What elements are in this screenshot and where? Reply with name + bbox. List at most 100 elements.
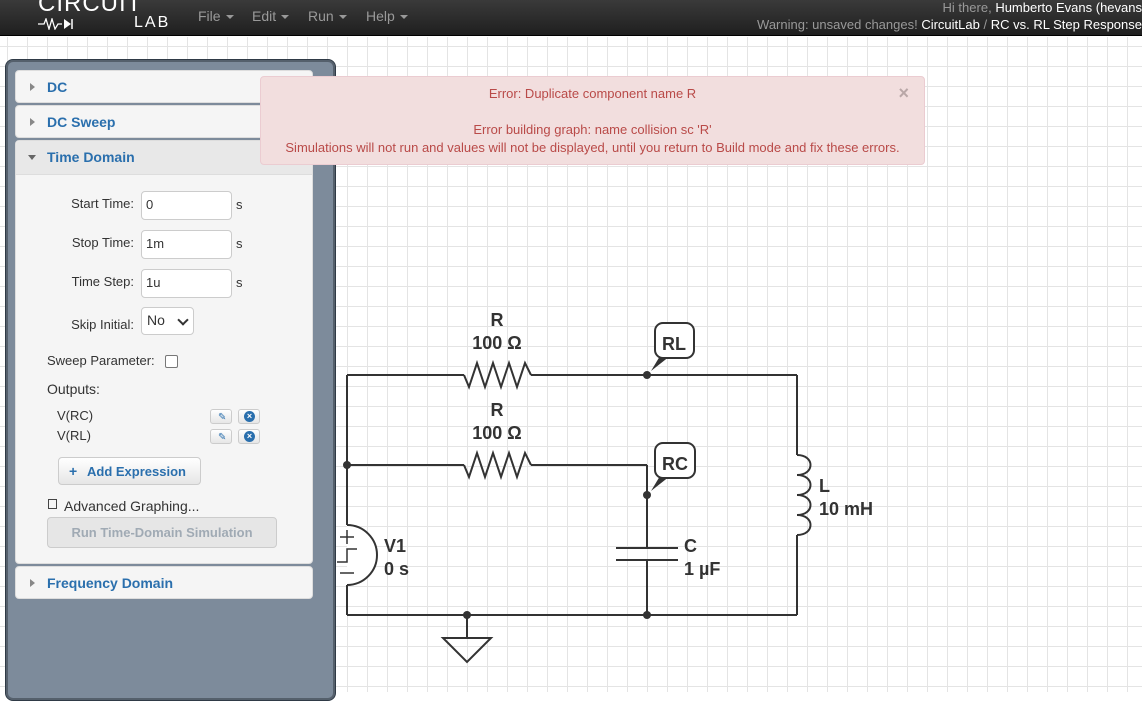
error-alert: × Error: Duplicate component name R Erro… [260, 76, 925, 165]
caret-right-icon [30, 579, 35, 587]
logo-text-top: CIRCUIT [38, 0, 143, 17]
menu-edit-label: Edit [252, 8, 277, 24]
source-name-label: V1 [384, 536, 406, 556]
error-message-2: Error building graph: name collision sc … [473, 122, 712, 137]
section-frequency-domain-label: Frequency Domain [47, 575, 174, 591]
caret-down-icon [28, 155, 36, 160]
output-item-label: V(RL) [57, 428, 91, 443]
caret-right-icon [30, 83, 35, 91]
skip-initial-select[interactable]: No [141, 307, 194, 335]
probe-rl-label: RL [662, 334, 686, 354]
unsaved-warning: Warning: unsaved changes! [757, 17, 918, 32]
section-dc-sweep[interactable]: DC Sweep [15, 105, 313, 138]
breadcrumb-separator: / [983, 17, 988, 32]
junction-dot [643, 371, 651, 379]
source-value-label: 0 s [384, 559, 409, 579]
logo-resistor-diode-icon [38, 18, 73, 30]
junction-dot [643, 611, 651, 619]
r2-value-label: 100 Ω [472, 423, 521, 443]
resistor-r1-symbol[interactable] [463, 359, 532, 391]
top-navbar: CIRCUIT LAB File Edit Run Help Hi there,… [0, 0, 1142, 36]
probe-rc-label: RC [662, 454, 688, 474]
stop-time-input[interactable]: 1m [141, 230, 232, 259]
caret-down-icon [399, 15, 408, 20]
pencil-icon: ✎ [218, 412, 227, 423]
capacitor-symbol[interactable] [616, 547, 678, 561]
table-icon [48, 499, 57, 509]
menu-edit[interactable]: Edit [252, 8, 290, 24]
probe-rc[interactable]: RC [651, 442, 696, 491]
skip-initial-value: No [147, 312, 165, 328]
caret-down-icon [225, 15, 234, 20]
run-simulation-button[interactable]: Run Time-Domain Simulation [47, 517, 277, 548]
breadcrumb-document-link[interactable]: RC vs. RL Step Response [990, 17, 1142, 32]
remove-output-button[interactable]: × [238, 409, 260, 424]
voltage-source-symbol[interactable] [337, 524, 378, 586]
advanced-graphing-label: Advanced Graphing... [64, 498, 200, 514]
time-step-unit: s [236, 275, 243, 290]
skip-initial-label: Skip Initial: [71, 317, 134, 332]
capacitor-value-label: 1 µF [684, 559, 720, 579]
r1-value-label: 100 Ω [472, 333, 521, 353]
section-frequency-domain[interactable]: Frequency Domain [15, 566, 313, 599]
greeting-text: Hi there, [942, 0, 992, 15]
start-time-unit: s [236, 197, 243, 212]
sweep-parameter-checkbox[interactable] [165, 355, 178, 368]
junction-dot [643, 491, 651, 499]
remove-output-button[interactable]: × [238, 429, 260, 444]
resistor-r2-symbol[interactable] [463, 449, 532, 481]
r1-name-label: R [491, 310, 504, 330]
capacitor-name-label: C [684, 536, 697, 556]
pencil-icon: ✎ [218, 432, 227, 443]
start-time-label: Start Time: [71, 196, 134, 211]
inductor-value-label: 10 mH [819, 499, 873, 519]
caret-right-icon [30, 118, 35, 126]
plus-icon: + [69, 463, 78, 479]
edit-output-button[interactable]: ✎ [210, 429, 232, 444]
output-item-label: V(RC) [57, 408, 94, 423]
breadcrumb: Warning: unsaved changes! CircuitLab / R… [757, 17, 1142, 32]
logo-text-bottom: LAB [134, 14, 171, 31]
probe-rl[interactable]: RL [651, 322, 695, 371]
close-icon[interactable]: × [898, 83, 909, 103]
section-dc-sweep-label: DC Sweep [47, 114, 116, 130]
time-step-input[interactable]: 1u [141, 269, 232, 298]
time-step-label: Time Step: [71, 274, 134, 289]
add-expression-button[interactable]: + Add Expression [58, 457, 201, 485]
menu-help-label: Help [366, 8, 395, 24]
junction-dot [343, 461, 351, 469]
menu-help[interactable]: Help [366, 8, 408, 24]
edit-output-button[interactable]: ✎ [210, 409, 232, 424]
outputs-label: Outputs: [47, 381, 100, 397]
menu-file-label: File [198, 8, 221, 24]
menu-run[interactable]: Run [308, 8, 347, 24]
junction-dot [463, 611, 471, 619]
breadcrumb-site-link[interactable]: CircuitLab [921, 17, 980, 32]
menu-run-label: Run [308, 8, 334, 24]
error-message-3: Simulations will not run and values will… [285, 140, 900, 155]
section-time-domain: Time Domain Start Time: 0 s Stop Time: 1… [15, 140, 313, 564]
inductor-symbol[interactable] [796, 454, 812, 536]
sweep-parameter-label: Sweep Parameter: [47, 353, 155, 368]
menu-file[interactable]: File [198, 8, 234, 24]
inductor-name-label: L [819, 476, 830, 496]
user-greeting: Hi there, Humberto Evans (hevans [943, 0, 1142, 15]
chevron-down-icon [177, 314, 189, 326]
ground-symbol[interactable] [440, 637, 494, 664]
r2-name-label: R [491, 400, 504, 420]
close-icon: × [244, 411, 255, 422]
section-dc-label: DC [47, 79, 68, 95]
add-expression-label: Add Expression [87, 464, 186, 479]
close-icon: × [244, 431, 255, 442]
caret-down-icon [338, 15, 347, 20]
error-message-1: Error: Duplicate component name R [488, 86, 697, 101]
section-time-domain-label: Time Domain [47, 149, 135, 165]
circuitlab-logo[interactable]: CIRCUIT LAB [38, 0, 168, 31]
start-time-input[interactable]: 0 [141, 191, 232, 220]
stop-time-label: Stop Time: [71, 235, 134, 250]
user-name-link[interactable]: Humberto Evans (hevans [995, 0, 1142, 15]
caret-down-icon [281, 15, 290, 20]
stop-time-unit: s [236, 236, 243, 251]
run-simulation-label: Run Time-Domain Simulation [71, 525, 253, 540]
